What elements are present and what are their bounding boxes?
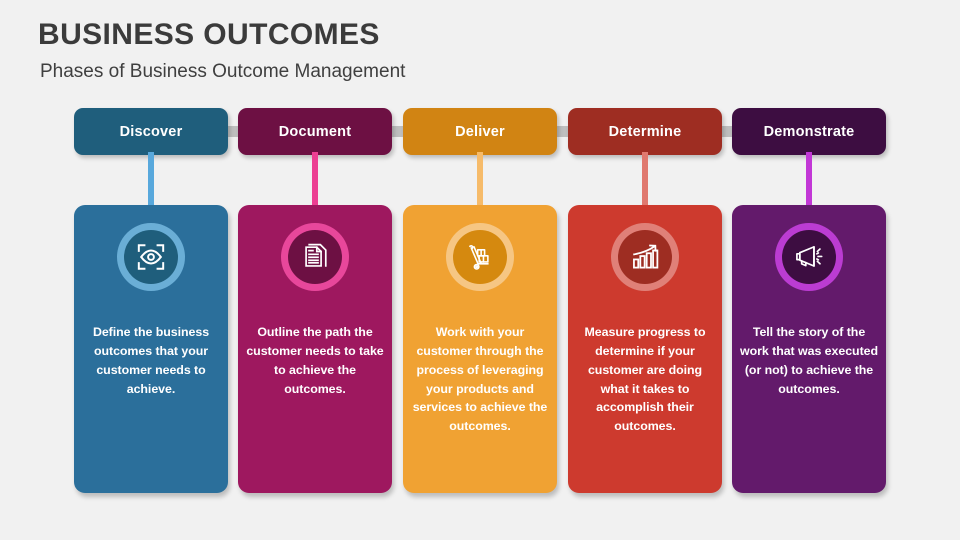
hand-truck-icon <box>453 230 507 284</box>
phase-column-discover: Discover Define the business outcomes th… <box>74 0 228 540</box>
document-pages-icon <box>288 230 342 284</box>
phase-header-discover[interactable]: Discover <box>74 108 228 155</box>
page-subtitle: Phases of Business Outcome Management <box>40 61 406 82</box>
phase-header-label: Deliver <box>455 123 505 140</box>
phase-header-label: Demonstrate <box>763 123 855 140</box>
phase-icon-badge <box>446 223 514 291</box>
phase-description: Define the business outcomes that your c… <box>92 325 210 396</box>
phase-connector-line <box>806 152 812 210</box>
phase-gray-connector <box>720 126 734 137</box>
phase-card-discover[interactable]: Define the business outcomes that your c… <box>74 205 228 493</box>
phase-column-document: Document Outline the path the customer n… <box>238 0 392 540</box>
phase-icon-badge <box>611 223 679 291</box>
phase-description: Measure progress to determine if your cu… <box>584 325 706 434</box>
bar-chart-growth-icon <box>618 230 672 284</box>
phase-card-determine[interactable]: Measure progress to determine if your cu… <box>568 205 722 493</box>
phase-header-determine[interactable]: Determine <box>568 108 722 155</box>
phase-header-label: Determine <box>608 123 682 140</box>
phase-header-label: Discover <box>119 123 183 140</box>
phase-header-demonstrate[interactable]: Demonstrate <box>732 108 886 155</box>
phase-card-deliver[interactable]: Work with your customer through the proc… <box>403 205 557 493</box>
phase-icon-badge <box>775 223 843 291</box>
phase-connector-line <box>148 152 154 210</box>
eye-scan-icon <box>124 230 178 284</box>
phase-connector-line <box>642 152 648 210</box>
phase-description: Work with your customer through the proc… <box>412 325 548 434</box>
phase-gray-connector <box>555 126 570 137</box>
phase-description: Tell the story of the work that was exec… <box>740 325 878 396</box>
phase-card-demonstrate[interactable]: Tell the story of the work that was exec… <box>732 205 886 493</box>
phase-description: Outline the path the customer needs to t… <box>246 325 384 396</box>
phase-gray-connector <box>226 126 240 137</box>
page-title: BUSINESS OUTCOMES <box>38 18 380 51</box>
phase-connector-line <box>477 152 483 210</box>
phase-icon-badge <box>117 223 185 291</box>
phase-connector-line <box>312 152 318 210</box>
phase-header-label: Document <box>278 123 352 140</box>
phase-column-determine: Determine Measure progress to determine … <box>568 0 722 540</box>
phase-icon-badge <box>281 223 349 291</box>
phase-card-document[interactable]: Outline the path the customer needs to t… <box>238 205 392 493</box>
phase-header-deliver[interactable]: Deliver <box>403 108 557 155</box>
phase-gray-connector <box>390 126 405 137</box>
phase-header-document[interactable]: Document <box>238 108 392 155</box>
phase-column-demonstrate: Demonstrate Tell the story of the work t… <box>732 0 886 540</box>
megaphone-icon <box>782 230 836 284</box>
phase-column-deliver: Deliver Work with your customer through … <box>403 0 557 540</box>
